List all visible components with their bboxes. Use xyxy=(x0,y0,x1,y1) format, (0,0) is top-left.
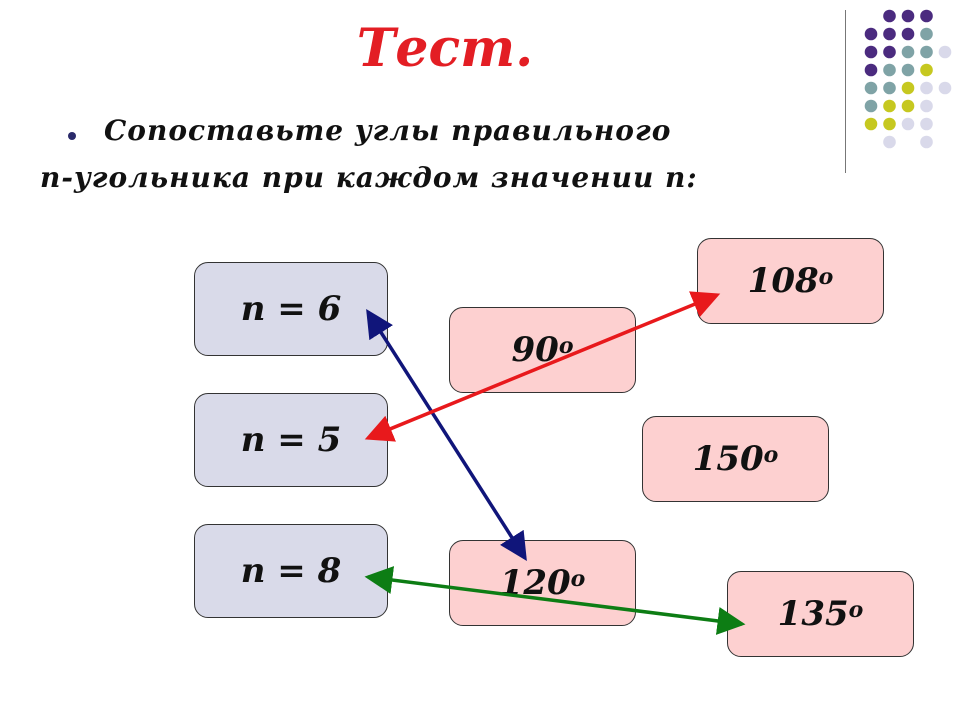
decor-dot xyxy=(864,45,878,59)
decor-dot xyxy=(901,9,915,23)
decor-dot xyxy=(920,45,933,59)
decor-dot xyxy=(920,63,933,77)
decor-dot xyxy=(920,81,933,95)
decor-dot xyxy=(864,63,878,77)
decor-dot xyxy=(938,81,952,95)
decor-dot xyxy=(901,45,915,59)
decor-dot xyxy=(920,9,933,23)
arrow-n5-108 xyxy=(364,291,721,442)
decor-dot xyxy=(883,135,896,149)
n-box-8[interactable]: n = 8 xyxy=(194,524,388,618)
decor-dot-grid xyxy=(864,9,952,149)
decor-dot xyxy=(901,117,915,131)
decor-dot xyxy=(901,27,915,41)
n-box-label: n = 5 xyxy=(240,420,342,460)
arrow-n8-135 xyxy=(364,566,746,635)
decor-dot xyxy=(901,81,915,95)
degree-mark: о xyxy=(763,442,779,468)
decor-dot xyxy=(883,99,896,113)
angle-value: 150 xyxy=(692,439,764,479)
decor-dot xyxy=(883,81,896,95)
degree-mark: о xyxy=(848,597,864,623)
task-text-line-1: Сопоставьте углы правильного xyxy=(104,114,672,147)
decor-dot xyxy=(901,63,915,77)
decor-dot xyxy=(883,45,896,59)
decor-dot xyxy=(883,27,896,41)
decor-dot xyxy=(864,117,878,131)
decor-dot xyxy=(920,135,933,149)
decor-dot xyxy=(901,99,915,113)
n-box-5[interactable]: n = 5 xyxy=(194,393,388,487)
decor-dot xyxy=(864,81,878,95)
decor-dot xyxy=(883,117,896,131)
decor-dot xyxy=(920,99,933,113)
decor-dot xyxy=(883,63,896,77)
decor-dot xyxy=(920,27,933,41)
n-box-label: n = 8 xyxy=(240,551,342,591)
decor-dot xyxy=(920,117,933,131)
decor-dot xyxy=(864,99,878,113)
decor-dot xyxy=(883,9,896,23)
arrow-n6-120 xyxy=(366,309,527,561)
decor-dot xyxy=(938,45,952,59)
degree-mark: о xyxy=(818,264,834,290)
decor-divider xyxy=(845,10,846,173)
angle-value: 135 xyxy=(777,594,849,634)
n-box-6[interactable]: n = 6 xyxy=(194,262,388,356)
n-box-label: n = 6 xyxy=(240,289,342,329)
slide-title: Тест. xyxy=(356,18,534,79)
decor-dot xyxy=(864,27,878,41)
task-text-line-2: n-угольника при каждом значении n: xyxy=(40,161,698,194)
bullet-icon xyxy=(68,132,76,140)
angle-value: 108 xyxy=(747,261,819,301)
